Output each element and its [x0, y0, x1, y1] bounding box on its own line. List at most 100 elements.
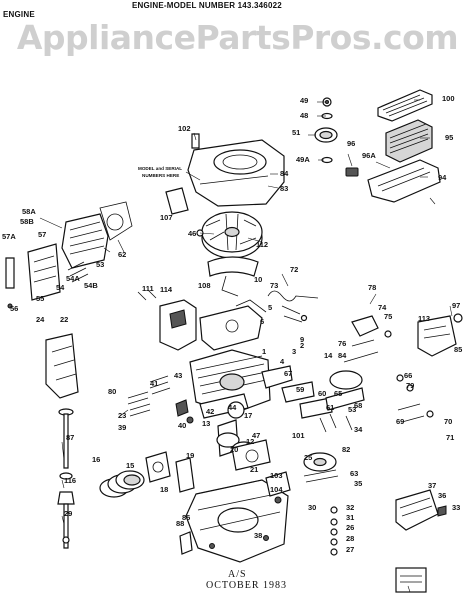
callout-36: 36: [438, 491, 446, 500]
callout-41: 41: [150, 379, 158, 388]
callout-39: 39: [118, 423, 126, 432]
fasteners-column: [330, 506, 338, 556]
cylinder-block-ports: [261, 365, 333, 419]
valve-springs: [127, 375, 171, 417]
governor-gear: [303, 452, 339, 483]
callout-73: 73: [270, 281, 278, 290]
callout-66: 66: [404, 371, 412, 380]
air-filter-element: [385, 119, 433, 163]
callout-62: 62: [118, 250, 126, 259]
callout-96a: 96A: [362, 151, 376, 160]
callout-74: 74: [378, 303, 387, 312]
section-label: ENGINE: [3, 10, 35, 19]
callout-22: 22: [60, 315, 68, 324]
callout-2: 2: [300, 341, 304, 350]
throttle-linkage: [281, 305, 308, 323]
callout-47: 47: [252, 431, 260, 440]
flywheel-nut: [196, 229, 215, 237]
callout-54a: 54A: [66, 274, 80, 283]
callout-101: 101: [292, 431, 305, 440]
spark-plug-cover: [27, 243, 61, 301]
callout-28: 28: [346, 534, 354, 543]
air-cleaner-base: [345, 159, 441, 203]
callout-86: 86: [182, 513, 190, 522]
callout-29: 29: [64, 509, 72, 518]
camshaft-gears: [325, 370, 414, 411]
callout-3: 3: [292, 347, 296, 356]
callout-80: 80: [108, 387, 116, 396]
callout-46: 46: [188, 229, 196, 238]
callout-21: 21: [250, 465, 258, 474]
callout-82: 82: [342, 445, 350, 454]
head-gasket: [99, 201, 133, 241]
callout-13: 13: [202, 419, 210, 428]
callout-51: 51: [292, 128, 300, 137]
piston: [145, 451, 171, 483]
callout-71: 71: [446, 433, 454, 442]
valve-tappets: [319, 413, 353, 433]
piston-rings: [99, 470, 145, 498]
callout-16: 16: [92, 455, 100, 464]
callout-49: 49: [300, 96, 308, 105]
valve-retainers: [175, 399, 194, 424]
callout-48: 48: [300, 111, 308, 120]
callout-23: 23: [118, 411, 126, 420]
governor-spring-link: [235, 290, 319, 313]
footer-page: A/S: [228, 569, 247, 580]
choke-linkage: [343, 315, 392, 363]
callout-113: 113: [418, 314, 430, 323]
callout-43: 43: [174, 371, 182, 380]
callout-14: 14: [324, 351, 333, 360]
annotation-line2: NUMBERS HERE: [142, 173, 179, 178]
blower-housing: [187, 139, 285, 207]
callout-61: 61: [326, 403, 334, 412]
callout-97: 97: [452, 301, 460, 310]
callout-25: 25: [304, 453, 312, 462]
parts-label-card: [395, 567, 427, 593]
dipstick-tube: [58, 408, 74, 480]
callout-34: 34: [354, 425, 363, 434]
callout-95: 95: [445, 133, 453, 142]
annotation-line1: MODEL and SERIAL: [138, 166, 182, 171]
breather-tube: [397, 403, 434, 423]
callout-33: 33: [452, 503, 460, 512]
callout-40: 40: [178, 421, 186, 430]
watermark: AppliancePartsPros.com: [16, 18, 459, 57]
callout-42: 42: [206, 407, 214, 416]
callout-104: 104: [270, 485, 283, 494]
fuel-tank-bracket: [165, 187, 189, 215]
screw-102: [191, 133, 200, 149]
callout-72: 72: [290, 265, 298, 274]
callout-55: 55: [36, 294, 44, 303]
callout-1: 1: [262, 347, 266, 356]
callout-58b: 58B: [20, 217, 34, 226]
callout-83: 83: [280, 184, 288, 193]
head-bolts: [7, 261, 89, 309]
callout-12: 12: [246, 437, 254, 446]
callout-49a: 49A: [296, 155, 310, 164]
callout-26: 26: [346, 523, 354, 532]
callout-100: 100: [442, 94, 455, 103]
callout-35: 35: [354, 479, 362, 488]
callout-88: 88: [176, 519, 184, 528]
callout-107: 107: [160, 213, 173, 222]
cylinder-head: [61, 213, 109, 269]
callout-57: 57: [38, 230, 46, 239]
callout-63: 63: [350, 469, 358, 478]
oil-pump: [265, 471, 291, 504]
callout-68: 68: [354, 401, 362, 410]
carburetor: [417, 313, 463, 357]
callout-18: 18: [160, 485, 168, 494]
oil-fill-tube: [57, 491, 75, 549]
callout-24: 24: [36, 315, 45, 324]
crankcase-cover: [231, 439, 271, 471]
callout-5: 5: [268, 303, 272, 312]
callout-108: 108: [198, 281, 211, 290]
callout-10: 10: [254, 275, 262, 284]
callout-96: 96: [347, 139, 355, 148]
callout-53: 53: [348, 405, 356, 414]
callout-44: 44: [228, 403, 237, 412]
callout-84: 84: [338, 351, 347, 360]
air-filter-cover: [377, 89, 433, 122]
